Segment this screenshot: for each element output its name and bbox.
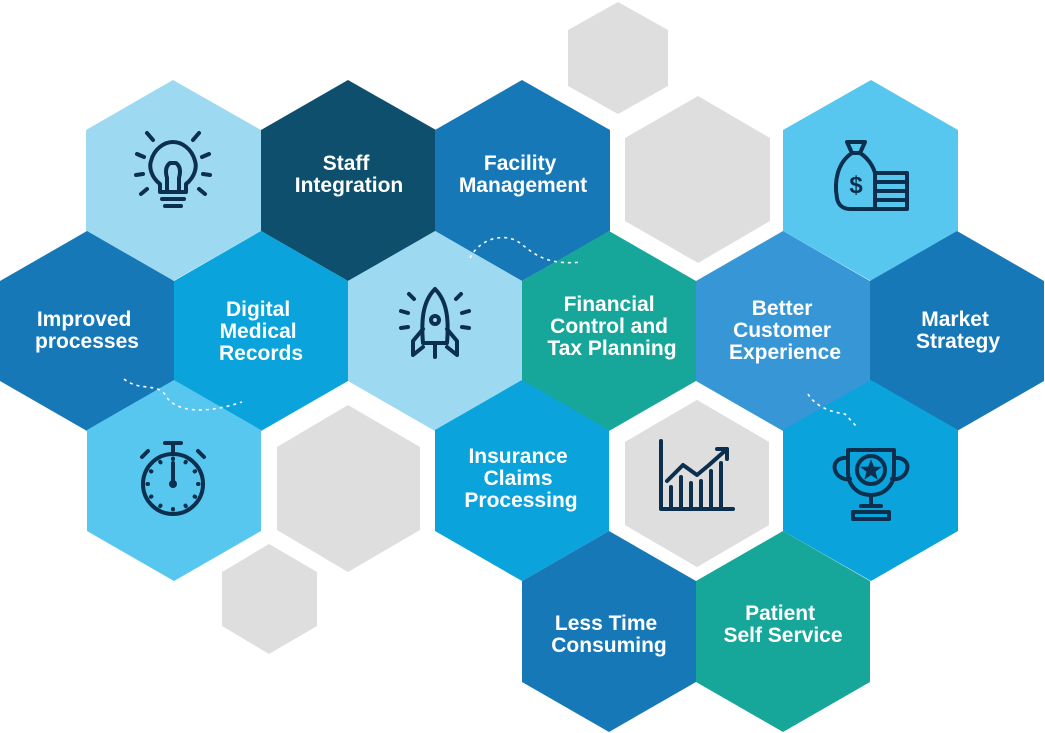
dotted-connector: [469, 236, 583, 264]
digital-medical-records-label: Digital Medical Records: [219, 298, 303, 365]
hex-trophy: [783, 380, 958, 581]
growth-chart-icon: [659, 439, 735, 511]
hex-financial-control: [522, 231, 696, 431]
hex-growth-chart: [625, 400, 769, 567]
hex-patient-self-service: [696, 531, 870, 732]
lightbulb-icon: [134, 131, 212, 208]
dollar-symbol: $: [849, 172, 863, 199]
money-bag-icon: $: [833, 140, 909, 211]
decorative-hex-gray: [568, 2, 668, 114]
hex-lightbulb: [86, 80, 261, 281]
dotted-connector: [807, 393, 857, 427]
insurance-claims-label: Insurance Claims Processing: [464, 445, 577, 512]
stopwatch-ticks: [145, 456, 201, 512]
market-strategy-label: Market Strategy: [916, 308, 1000, 353]
facility-management-label: Facility Management: [459, 152, 587, 197]
hex-market-strategy: [870, 231, 1044, 431]
hex-facility-management: [435, 80, 610, 281]
less-time-consuming-label: Less Time Consuming: [551, 612, 667, 657]
decorative-hex-gray: [625, 96, 770, 263]
hex-improved-processes: [0, 231, 174, 431]
hex-staff-integration: [261, 80, 436, 281]
hex-money-bag: [783, 80, 958, 281]
hex-rocket: [348, 231, 522, 431]
stopwatch-icon: [140, 441, 206, 516]
hex-insurance-claims: [435, 380, 609, 581]
rocket-icon: [399, 287, 471, 359]
hex-better-customer-experience: [696, 231, 870, 431]
decorative-hex-gray: [222, 544, 317, 654]
trophy-icon: [832, 448, 910, 521]
staff-integration-label: Staff Integration: [295, 152, 404, 197]
improved-processes-label: Improved processes: [35, 308, 139, 353]
patient-self-service-label: Patient Self Service: [723, 602, 842, 647]
hex-digital-medical-records: [174, 231, 348, 431]
financial-control-label: Financial Control and Tax Planning: [547, 293, 676, 360]
better-customer-experience-label: Better Customer Experience: [729, 297, 841, 364]
decorative-hex-gray: [277, 405, 420, 572]
hex-less-time-consuming: [522, 531, 696, 732]
